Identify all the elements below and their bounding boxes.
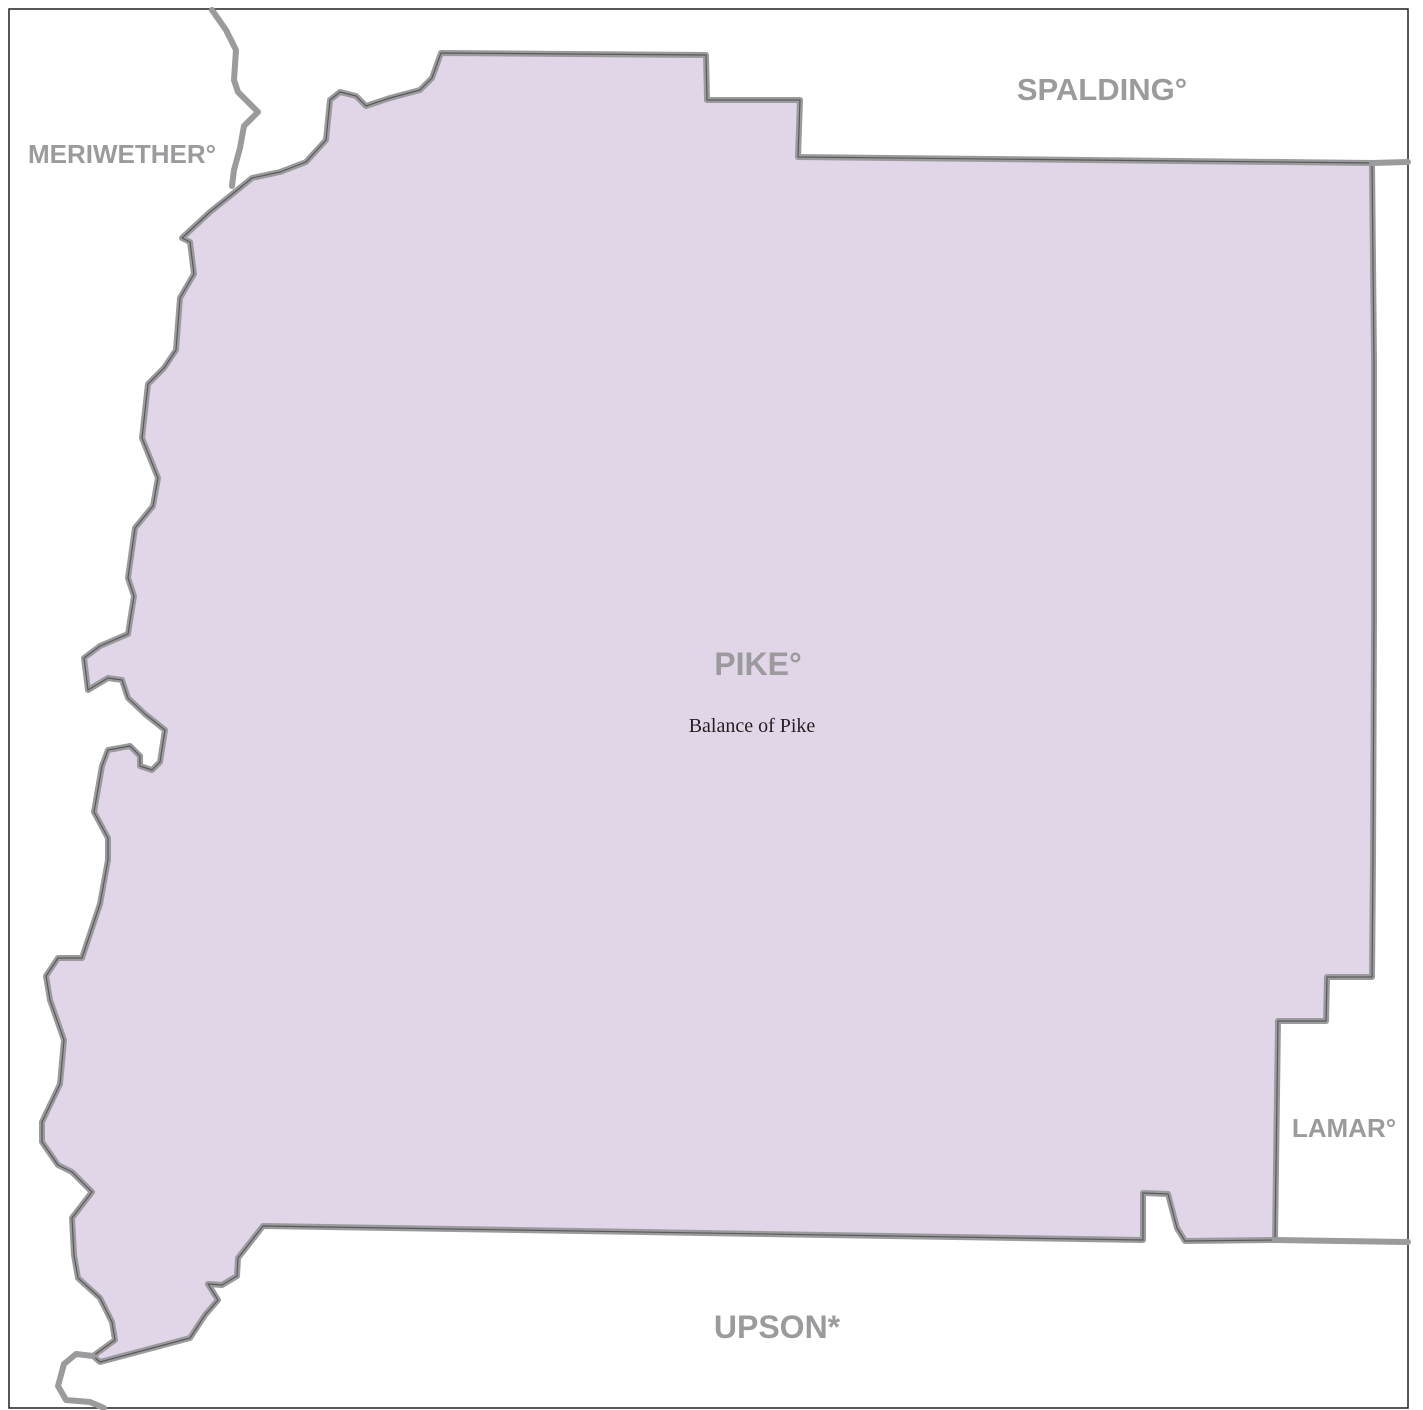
county-label-spalding: SPALDING° — [1017, 72, 1187, 107]
meriwether-north-boundary — [209, 7, 261, 189]
subarea-label-balance-of-pike: Balance of Pike — [689, 715, 816, 737]
county-label-lamar: LAMAR° — [1292, 1113, 1396, 1143]
lamar-upson-boundary — [1272, 1237, 1411, 1245]
county-label-meriwether: MERIWETHER° — [28, 139, 216, 169]
neighbor-boundaries — [55, 7, 1411, 1410]
county-label-pike: PIKE° — [714, 646, 801, 682]
southwest-boundary-tail — [55, 1351, 107, 1410]
spalding-lamar-boundary — [1369, 159, 1411, 166]
pike-county-shape[interactable] — [39, 50, 1377, 1365]
county-label-upson: UPSON* — [714, 1309, 841, 1345]
